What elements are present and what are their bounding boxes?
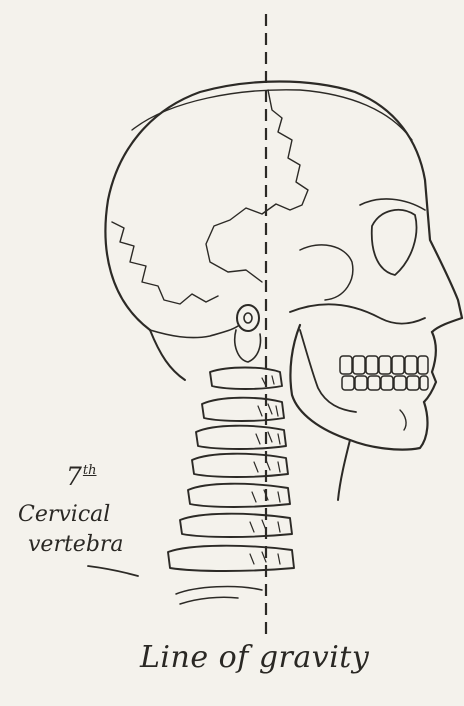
vertebra-number: 7 [66,462,82,491]
cheekbone [290,304,425,323]
vertebra-c7 [168,546,294,571]
lower-teeth [342,376,428,390]
ear-canal [237,305,259,331]
ear-canal-inner [244,313,252,323]
vertebra-pointer-arrow [88,566,138,576]
vertebra-c6 [180,514,292,537]
gravity-line-label: Line of gravity [140,640,369,675]
temporal-region [300,245,353,300]
vertebra-label-line2: vertebra [28,532,124,557]
vertebra-suffix: th [83,463,97,478]
vertebra-number-label: 7th [66,462,97,491]
vertebra-c4 [192,454,288,477]
vertebra-c2 [202,398,284,421]
vertebra-c3 [196,426,286,449]
nose-face [424,332,436,402]
chin-line [400,410,406,430]
vertebra-label-line1: Cervical [18,502,110,527]
eye-socket [372,210,417,275]
vertebra-c5 [188,484,290,507]
upper-thoracic-hint [176,587,262,604]
upper-teeth [340,356,428,374]
brow-ridge [360,199,425,210]
cervical-spine [168,368,294,605]
neck-front [338,440,350,500]
vertebra-c1 [210,368,282,390]
skull [105,82,462,501]
lambdoid-suture [112,222,218,304]
neck-back [150,330,185,380]
occipital-base [150,326,238,338]
mastoid-process [235,330,261,362]
cranium-inner-line [132,90,412,140]
mandible-ramus [300,330,356,412]
coronal-suture [206,90,308,282]
